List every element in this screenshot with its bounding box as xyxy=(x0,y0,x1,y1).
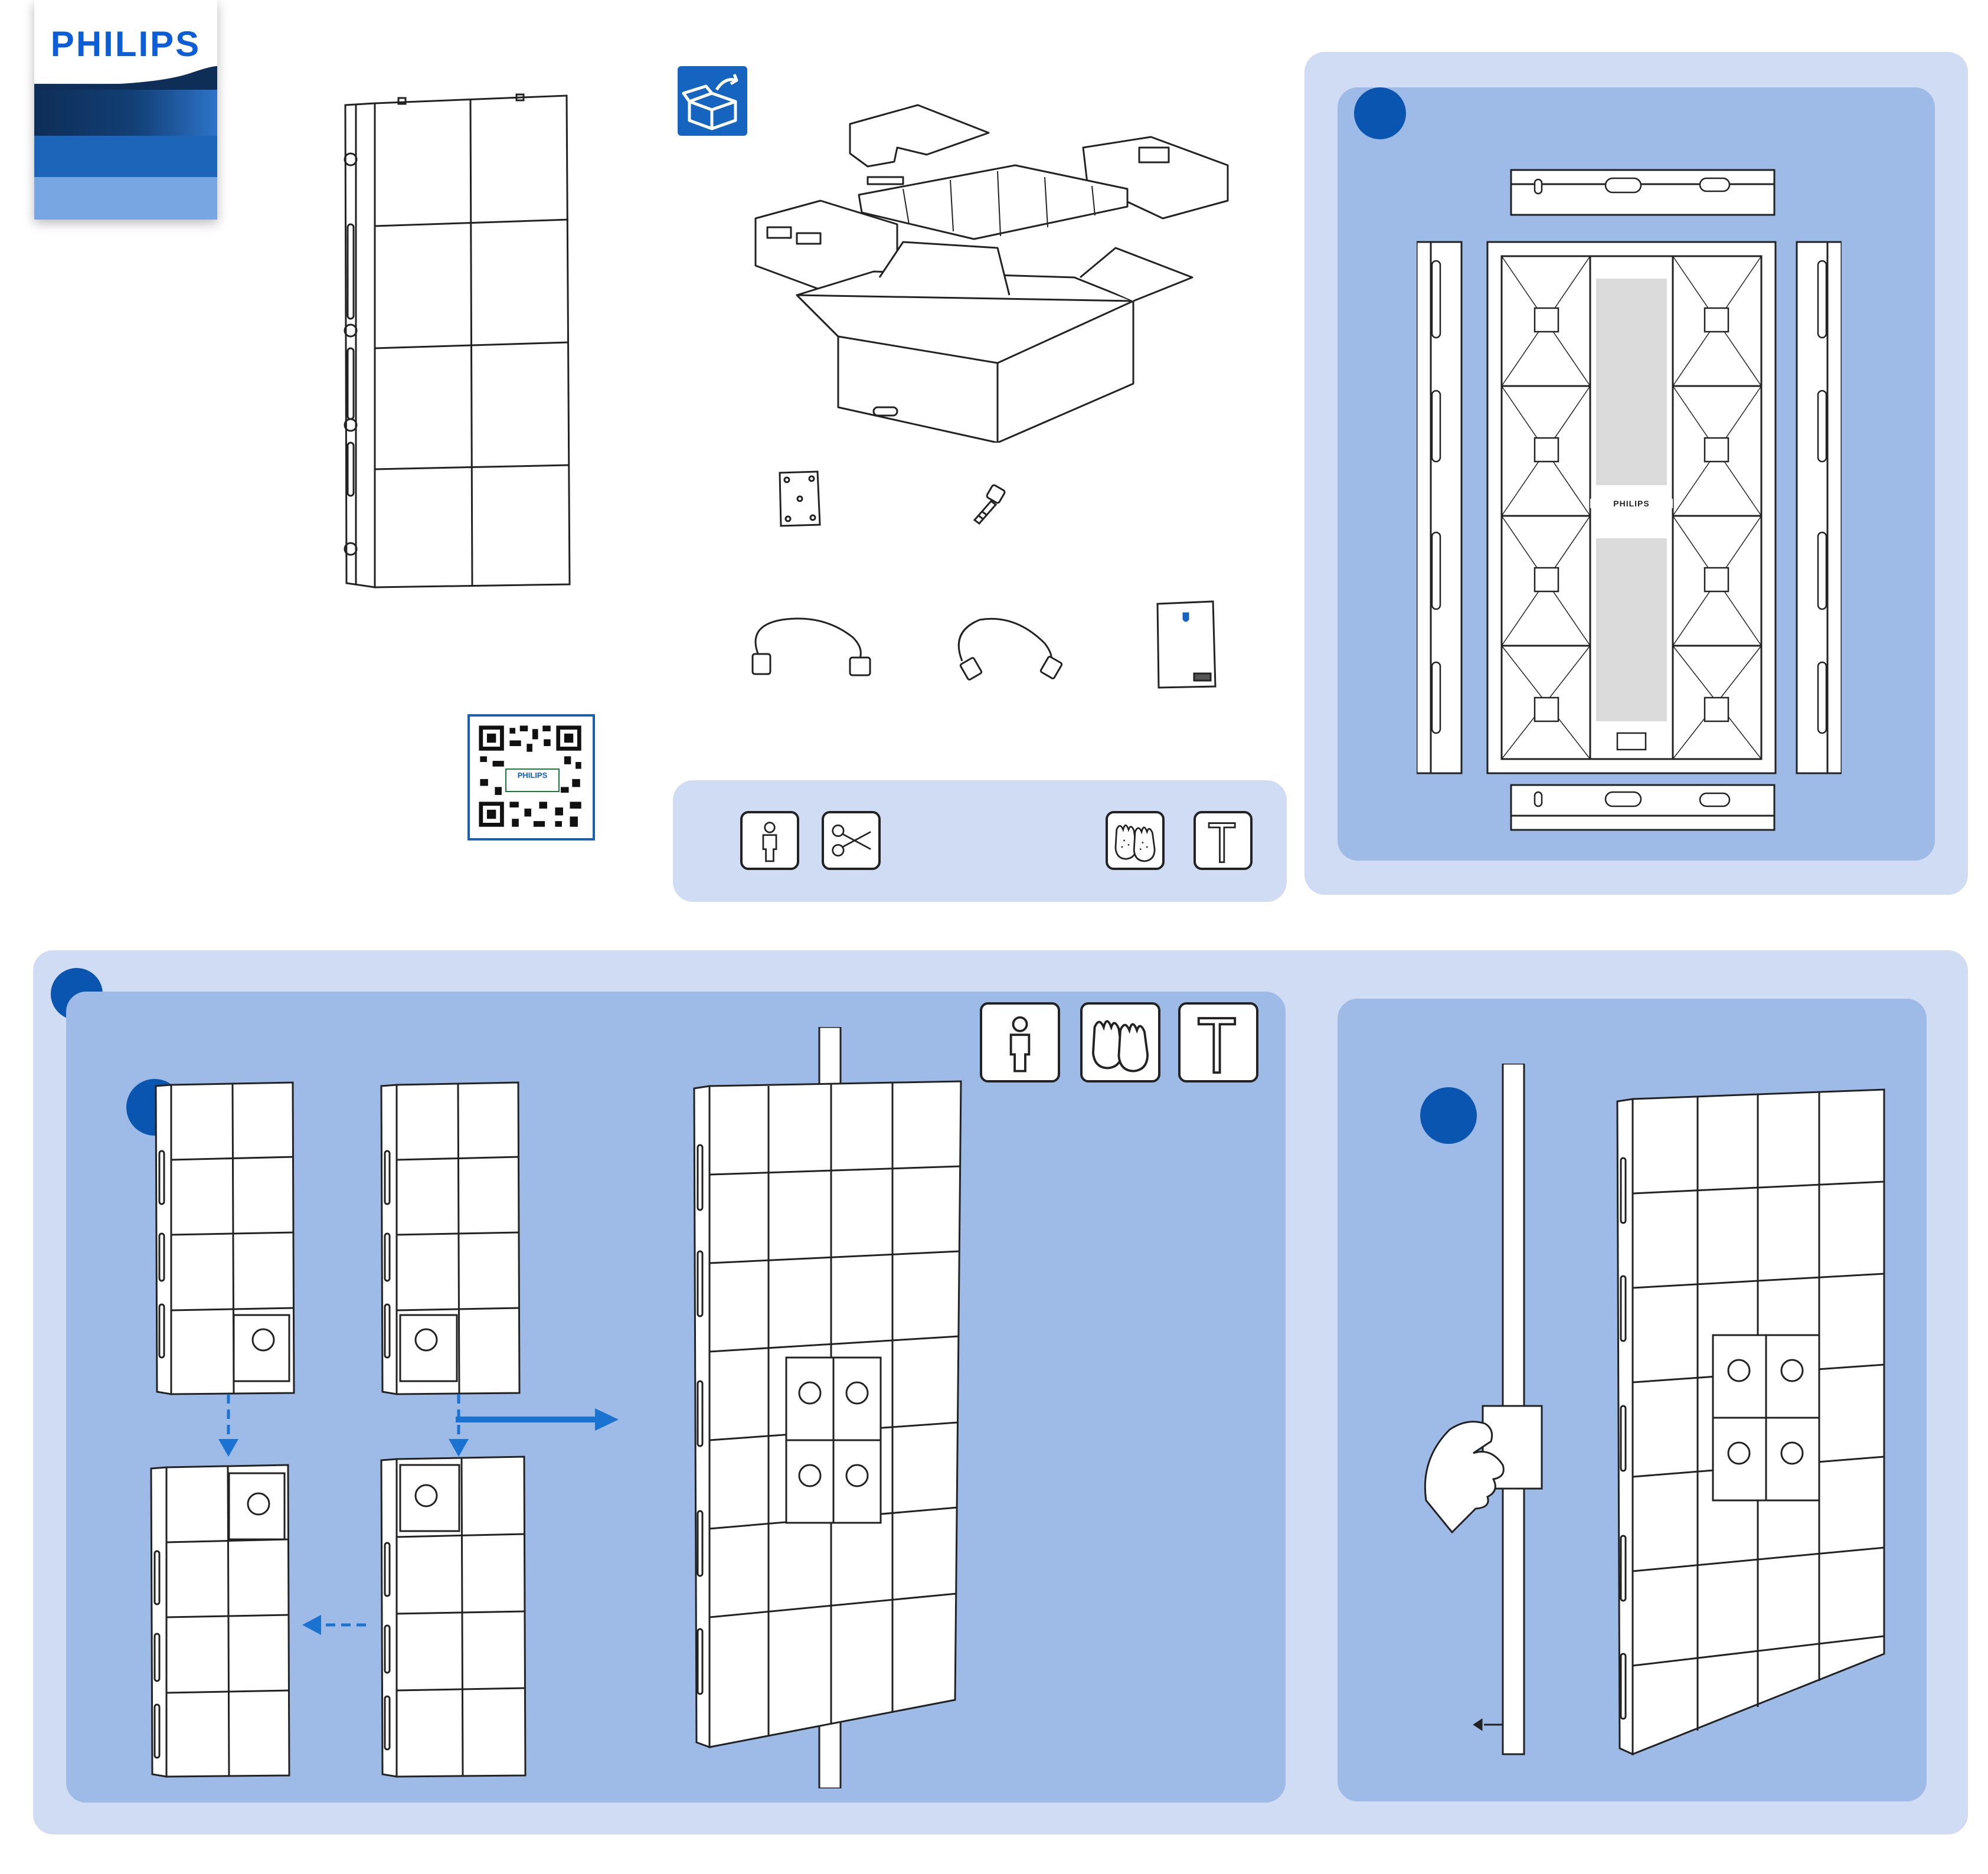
cabinet-variant-d-illustration xyxy=(379,1454,527,1781)
box-unpack-icon xyxy=(678,66,747,136)
qr-code[interactable]: PHILIPS xyxy=(467,714,595,840)
power-cable-illustration xyxy=(735,608,882,685)
philips-logo: PHILIPS xyxy=(34,0,217,220)
tools-strip xyxy=(673,780,1287,902)
network-cable-illustration xyxy=(944,608,1074,685)
assembly-inner xyxy=(66,992,1286,1803)
hex-key-icon xyxy=(1178,1002,1258,1082)
screw-illustration xyxy=(965,481,1012,528)
packaging-illustration xyxy=(750,100,1240,443)
scissors-icon xyxy=(822,811,881,870)
rear-view-panel: PHILIPS xyxy=(1304,52,1968,895)
cabinet-variant-b-illustration xyxy=(379,1080,521,1399)
assembly-panel xyxy=(33,950,1968,1834)
wall-mount-inner xyxy=(1338,999,1927,1801)
assembled-cabinet-illustration xyxy=(692,1027,963,1788)
manual-booklet-illustration xyxy=(1154,599,1219,691)
gloves-icon xyxy=(1106,811,1165,870)
qr-brand-label: PHILIPS xyxy=(505,768,560,792)
cabinet-front-illustration xyxy=(339,89,576,596)
arrow-right xyxy=(456,1405,621,1434)
step-1 xyxy=(1354,87,1406,139)
cabinet-mounted-illustration xyxy=(1615,1087,1886,1766)
logo-wordmark: PHILIPS xyxy=(34,24,217,64)
cabinet-variant-c-illustration xyxy=(149,1463,290,1781)
cabinet-rear-exploded-illustration: PHILIPS xyxy=(1417,166,1842,833)
gloves-icon xyxy=(1080,1002,1160,1082)
pole-and-hand-illustration xyxy=(1420,1064,1544,1760)
mounting-plate-illustration xyxy=(776,469,823,528)
rear-brand-label: PHILIPS xyxy=(1590,499,1673,508)
hex-key-icon xyxy=(1194,811,1253,870)
arrow-down-a xyxy=(214,1394,243,1459)
rear-view-inner: PHILIPS xyxy=(1338,87,1935,861)
one-person-icon xyxy=(980,1002,1060,1082)
arrow-left xyxy=(295,1610,366,1640)
cabinet-variant-a-illustration xyxy=(153,1080,295,1399)
one-person-icon xyxy=(740,811,799,870)
